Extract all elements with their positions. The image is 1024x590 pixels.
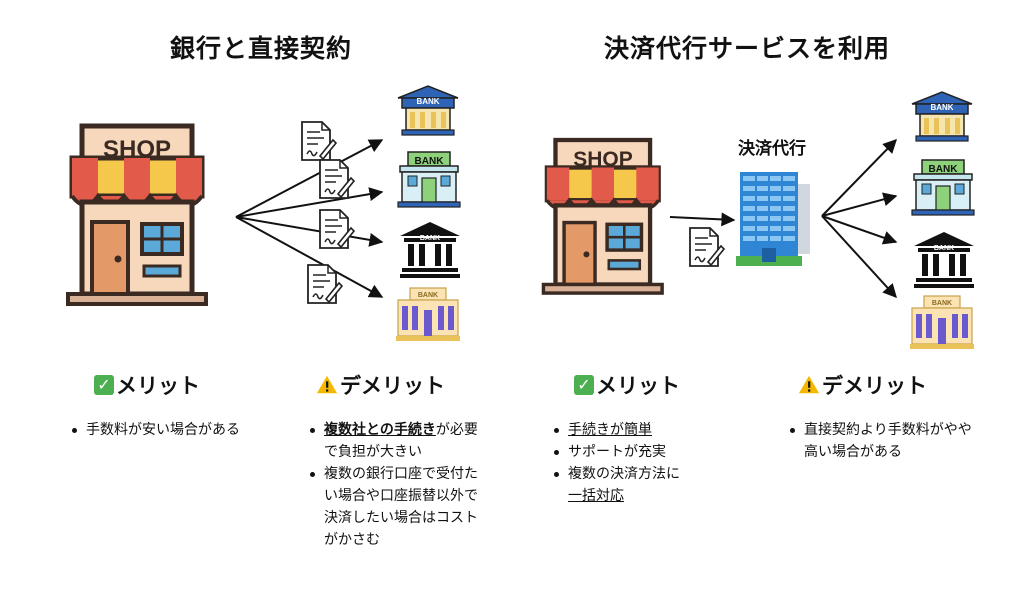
bank-label: BANK — [930, 103, 953, 112]
list-item-text: 複数の決済方法に — [568, 466, 680, 482]
left-shop-label: SHOP — [103, 136, 171, 163]
right-title: 決済代行サービスを利用 — [604, 34, 891, 63]
bank-label: BANK — [415, 156, 445, 167]
list-item: 複数の銀行口座で受付たい場合や口座振替以外で決済したい場合はコストがかさむ — [306, 463, 488, 551]
list-item-text: 複数の銀行口座で受付たい場合や口座振替以外で決済したい場合はコストがかさむ — [324, 466, 478, 548]
left-demerit-heading-label: デメリット — [340, 374, 445, 398]
bank-icon — [400, 222, 460, 278]
bank-icon — [397, 85, 459, 136]
warning-icon — [316, 375, 338, 394]
left-merit-list: 手数料が安い場合がある — [68, 419, 248, 441]
right-demerit-heading-label: デメリット — [822, 374, 927, 398]
agent-label: 決済代行 — [738, 138, 806, 159]
check-icon: ✓ — [94, 375, 114, 395]
left-demerit-heading: デメリット — [316, 370, 445, 400]
list-item: 手数料が安い場合がある — [68, 419, 248, 441]
left-arrows — [235, 139, 384, 298]
bank-label: BANK — [934, 245, 954, 252]
shop-to-agent-arrow — [669, 212, 736, 227]
contract-doc-icon — [301, 121, 337, 161]
contract-doc-icon — [307, 264, 343, 304]
warning-icon — [798, 375, 820, 394]
bank-label: BANK — [420, 235, 440, 242]
office-building-icon — [736, 172, 810, 266]
list-item-text-emphasis: 一括対応 — [568, 488, 624, 504]
contract-doc-icon — [319, 209, 355, 249]
contract-doc-icon — [319, 159, 355, 199]
list-item-text-emphasis: 手続きが簡単 — [568, 422, 652, 438]
right-demerit-heading: デメリット — [798, 370, 927, 400]
list-item: 直接契約より手数料がやや高い場合がある — [786, 419, 972, 463]
bank-label: BANK — [418, 292, 438, 299]
right-shop-label: SHOP — [573, 148, 633, 171]
list-item-text: 手数料が安い場合がある — [86, 422, 240, 438]
list-item-text: が必要で負担が大きい — [324, 422, 478, 460]
list-item-text-emphasis: 複数社との手続き — [324, 422, 436, 438]
left-merit-heading-label: メリット — [116, 374, 200, 398]
list-item-text: 直接契約より手数料がやや高い場合がある — [804, 422, 972, 460]
bank-label: BANK — [929, 164, 959, 175]
list-item: 複数の決済方法に一括対応 — [550, 463, 710, 507]
agent-arrows — [821, 138, 898, 299]
left-title: 銀行と直接契約 — [170, 34, 353, 63]
check-icon: ✓ — [574, 375, 594, 395]
right-merit-heading-label: メリット — [596, 374, 680, 398]
bank-label: BANK — [416, 97, 439, 106]
right-demerit-list: 直接契約より手数料がやや高い場合がある — [786, 419, 972, 463]
list-item-text: サポートが充実 — [568, 444, 666, 460]
right-merit-list: 手続きが簡単 サポートが充実 複数の決済方法に一括対応 — [550, 419, 710, 507]
bank-label: BANK — [932, 300, 952, 307]
bank-icon — [914, 232, 974, 288]
diagram-canvas: SHOP BANK BANK BANK BANK SHOP 決済代行 — [0, 85, 975, 350]
list-item: 手続きが簡単 — [550, 419, 710, 441]
left-demerit-list: 複数社との手続きが必要で負担が大きい 複数の銀行口座で受付たい場合や口座振替以外… — [306, 419, 488, 551]
left-merit-heading: ✓ メリット — [94, 370, 200, 400]
right-merit-heading: ✓ メリット — [574, 370, 680, 400]
contract-doc-icon — [689, 227, 725, 267]
list-item: 複数社との手続きが必要で負担が大きい — [306, 419, 488, 463]
bank-icon — [911, 91, 973, 142]
list-item: サポートが充実 — [550, 441, 710, 463]
